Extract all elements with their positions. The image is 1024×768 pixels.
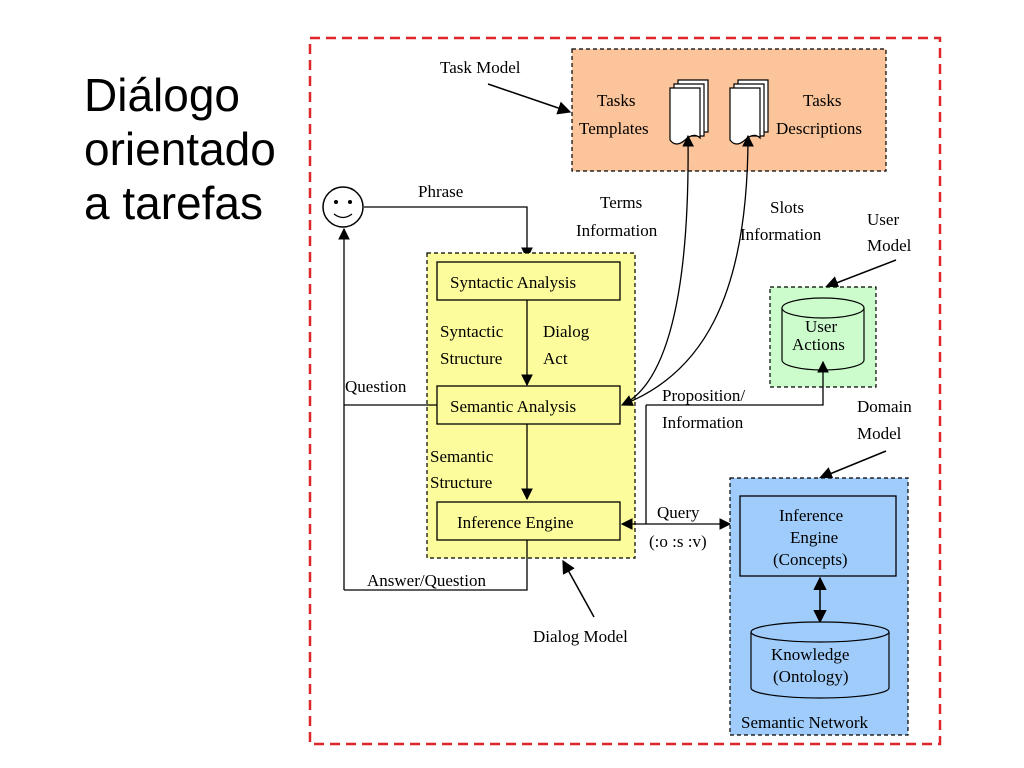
- task-model-label: Task Model: [440, 58, 521, 77]
- phrase-label: Phrase: [418, 182, 463, 201]
- semantic-network-label: Semantic Network: [741, 713, 868, 732]
- semantic-structure-line2: Structure: [430, 473, 492, 492]
- domain-model-pointer: [818, 450, 887, 480]
- title-line: orientado: [84, 123, 276, 175]
- terms-information-curve: [620, 134, 694, 406]
- knowledge-ontology-database: [750, 621, 890, 699]
- user-actions-line1: User: [805, 317, 837, 336]
- terms-information-line1: Terms: [600, 193, 642, 212]
- tasks-descriptions-line2: Descriptions: [776, 119, 862, 138]
- question-label: Question: [345, 377, 407, 396]
- slots-information-line1: Slots: [770, 198, 804, 217]
- dialog-model-pointer: [562, 559, 595, 618]
- tasks-descriptions-line1: Tasks: [803, 91, 841, 110]
- proposition-information-line2: Information: [662, 413, 744, 432]
- answer-question-label: Answer/Question: [367, 571, 486, 590]
- slots-information-curve: [621, 134, 754, 406]
- task-model-pointer: [487, 83, 572, 115]
- phrase-arrow: [364, 206, 533, 260]
- title-line: a tarefas: [84, 177, 263, 229]
- document-stack-icon: [669, 79, 709, 145]
- proposition-information-line1: Proposition/: [662, 386, 745, 405]
- syntactic-structure-line2: Structure: [440, 349, 502, 368]
- document-stack-icon: [729, 79, 769, 145]
- query-label-line2: (:o :s :v): [649, 532, 707, 551]
- inference-engine-concepts-box: [739, 495, 897, 577]
- knowledge-ontology-line1: Knowledge: [771, 645, 849, 664]
- syntactic-analysis-box: [436, 261, 621, 301]
- semantic-analysis-box: [436, 385, 621, 425]
- tasks-templates-line1: Tasks: [597, 91, 635, 110]
- query-label-line1: Query: [657, 503, 700, 522]
- user-actions-database: [781, 297, 865, 371]
- inference-engine-concepts-line3: (Concepts): [773, 550, 848, 569]
- proposition-arrow: [646, 360, 829, 406]
- slots-information-line2: Information: [740, 225, 822, 244]
- user-model-pointer: [824, 259, 897, 289]
- syntactic-structure-line1: Syntactic: [440, 322, 504, 341]
- terms-information-line2: Information: [576, 221, 658, 240]
- answer-question-line: [344, 540, 528, 591]
- domain-model-label-line1: Domain: [857, 397, 912, 416]
- inference-engine-box: [436, 501, 621, 541]
- dialog-model-label: Dialog Model: [533, 627, 628, 646]
- tasks-templates-line2: Templates: [579, 119, 649, 138]
- syntactic-analysis-label: Syntactic Analysis: [450, 273, 576, 292]
- task-model-region: [571, 48, 887, 172]
- domain-model-label-line2: Model: [857, 424, 902, 443]
- outer-boundary: [308, 36, 942, 746]
- user-model-label-line1: User: [867, 210, 899, 229]
- inference-engine-concepts-line1: Inference: [779, 506, 843, 525]
- user-actions-line2: Actions: [792, 335, 845, 354]
- semantic-analysis-label: Semantic Analysis: [450, 397, 576, 416]
- slide-title: Diálogo orientado a tarefas: [84, 68, 276, 230]
- knowledge-ontology-line2: (Ontology): [773, 667, 849, 686]
- semantic-structure-line1: Semantic: [430, 447, 494, 466]
- dialog-act-line1: Dialog: [543, 322, 590, 341]
- title-line: Diálogo: [84, 69, 240, 121]
- inference-engine-label: Inference Engine: [457, 513, 574, 532]
- user-smiley-icon: [322, 186, 364, 228]
- dialog-act-line2: Act: [543, 349, 568, 368]
- inference-engine-concepts-line2: Engine: [790, 528, 838, 547]
- user-model-label-line2: Model: [867, 236, 912, 255]
